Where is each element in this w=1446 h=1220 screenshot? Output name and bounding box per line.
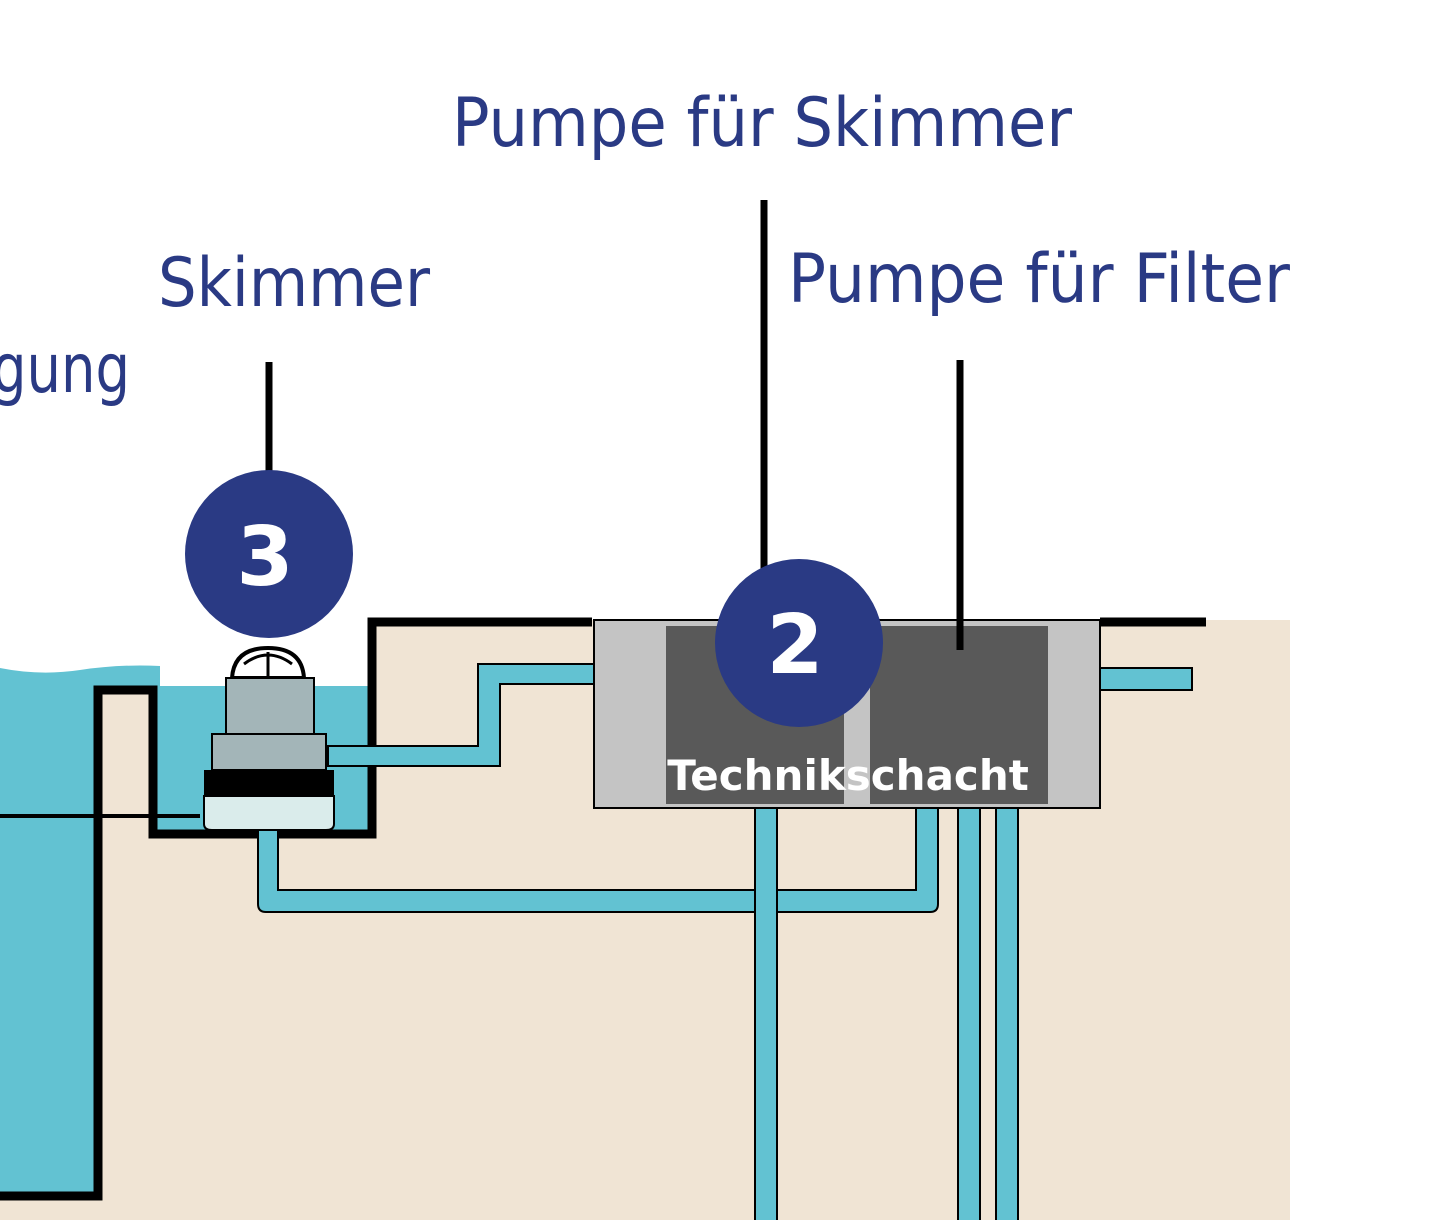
skimmer-unit: [203, 645, 335, 831]
badge-number: 3: [236, 510, 293, 605]
badge-circle: [185, 470, 353, 638]
label-skimmer: Skimmer: [158, 244, 430, 323]
pool-wall-outline: [0, 617, 592, 1201]
pipe-vertical-2: [957, 805, 981, 1220]
skimmer-body-top: [225, 677, 315, 735]
shaft-label: Technikschacht: [667, 751, 1029, 800]
label-pump-skimmer: Pumpe für Skimmer: [452, 84, 1072, 163]
pipe-vertical-1: [754, 805, 778, 1220]
label-partial-left: gung: [0, 330, 130, 409]
pipes: [257, 663, 1193, 1220]
skimmer-basket: [203, 795, 335, 831]
skimmer-black-band: [204, 770, 334, 796]
label-pump-filter: Pumpe für Filter: [788, 240, 1290, 319]
pipe-vertical-3: [995, 805, 1019, 1220]
badge-pumps: 2: [715, 559, 883, 727]
badge-number: 2: [766, 598, 823, 693]
shaft-chamber-right: [870, 626, 1048, 804]
pipe-right-outlet: [1099, 667, 1193, 691]
badge-circle: [715, 559, 883, 727]
skimmer-body-mid: [211, 733, 327, 771]
skimmer-float-cap-lines: [243, 652, 293, 678]
badge-skimmer: 3: [185, 470, 353, 638]
